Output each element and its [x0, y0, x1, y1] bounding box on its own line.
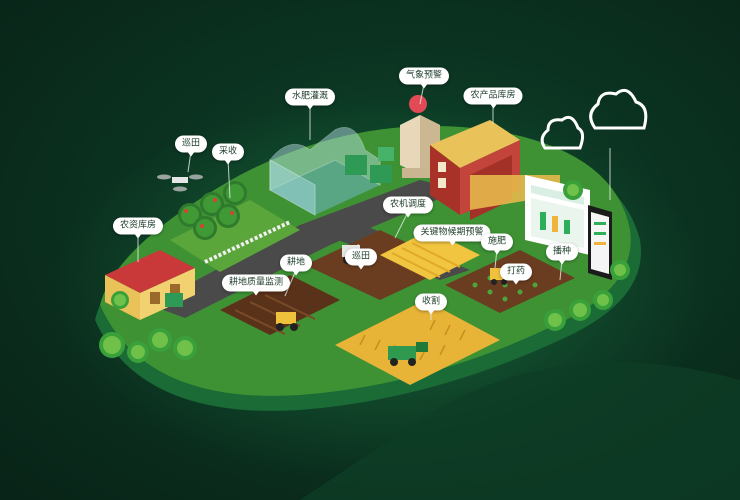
white-fence — [204, 220, 291, 264]
yellow-crop-stripes — [391, 242, 461, 278]
cloud-icon — [540, 115, 585, 150]
yellow-crop-rows — [380, 230, 480, 280]
label-critical-period-warning: 关键物候期预警 — [413, 224, 491, 246]
right-soil-field — [445, 250, 575, 313]
label-fertigation: 水肥灌溉 — [284, 88, 336, 110]
label-supply-warehouse: 农资库房 — [112, 217, 164, 239]
label-harvest-picking: 采收 — [211, 143, 245, 165]
harvester-icon — [388, 342, 428, 366]
label-machinery-dispatch: 农机调度 — [382, 196, 434, 218]
label-fertilize: 施肥 — [480, 233, 514, 255]
soil-monitoring-tractor-icon — [276, 312, 298, 331]
orchard-plot — [170, 200, 300, 272]
label-harvest-reaping: 收割 — [414, 293, 448, 315]
edge-trees — [99, 180, 630, 363]
label-spraying: 打药 — [499, 263, 533, 285]
plowing-field — [220, 275, 340, 335]
supply-tank — [165, 293, 183, 307]
orchard-trees — [178, 181, 247, 240]
drone-icon — [157, 174, 203, 192]
label-sowing: 播种 — [545, 243, 579, 265]
label-patrol-drone: 巡田 — [174, 135, 208, 157]
dashboard-screen — [525, 175, 590, 255]
cloud-icon-large — [589, 88, 648, 130]
label-product-warehouse: 农产品库房 — [463, 87, 523, 109]
label-soil-quality-monitoring: 耕地质量监测 — [221, 274, 291, 296]
label-plowing: 耕地 — [279, 254, 313, 276]
label-weather-warning: 气象预警 — [398, 67, 450, 89]
phone-screen — [588, 205, 612, 280]
background-wave — [300, 362, 740, 500]
label-patrol-field: 巡田 — [344, 248, 378, 270]
storage-tanks — [345, 147, 394, 183]
